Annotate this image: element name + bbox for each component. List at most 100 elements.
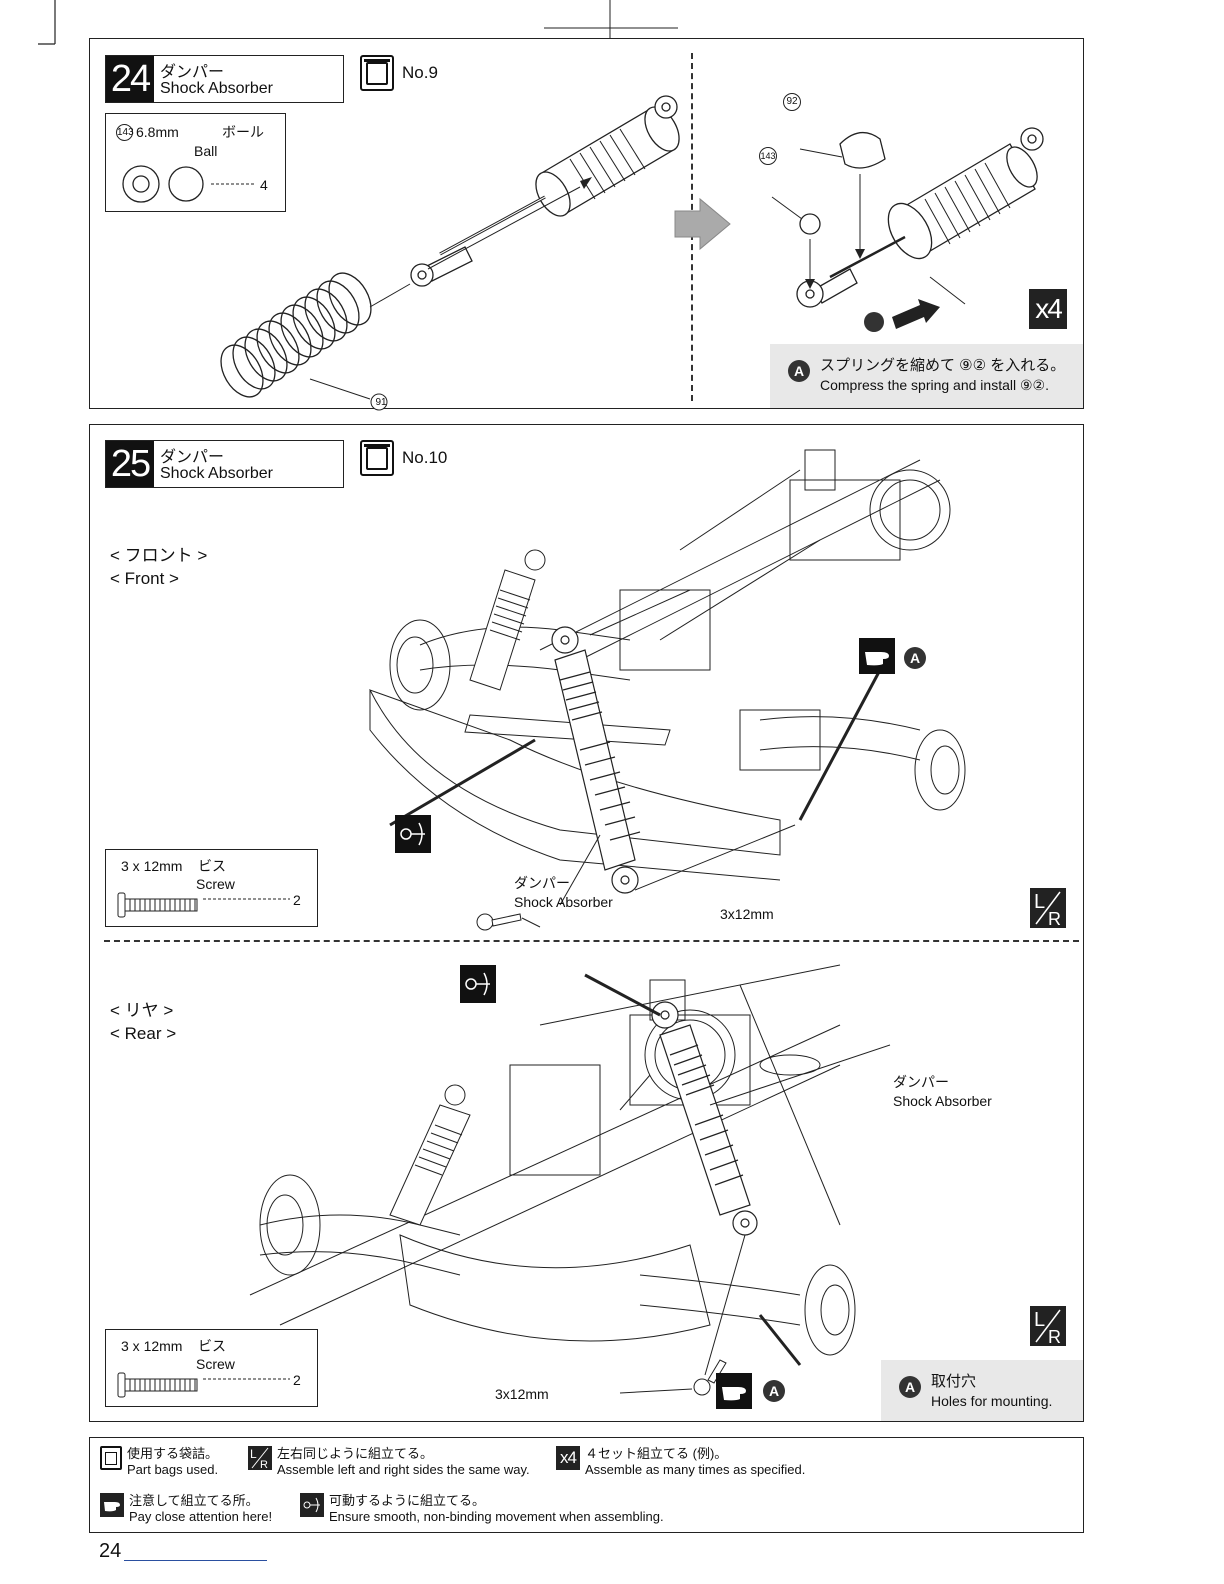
front-shock-label-jp: ダンパー bbox=[514, 875, 570, 891]
step-24-title: 24 ダンパー Shock Absorber bbox=[105, 55, 344, 103]
step-25-bag: No.10 bbox=[360, 440, 447, 476]
step-25-number: 25 bbox=[106, 441, 154, 487]
note-a-badge: A bbox=[788, 360, 810, 382]
rear-a-marker: A bbox=[763, 1380, 785, 1402]
left-right-icon: L R bbox=[1030, 1306, 1066, 1347]
front-part-name-en: Screw bbox=[196, 876, 235, 892]
step-24-panel: 24 ダンパー Shock Absorber No.9 143 6.8mm ボー… bbox=[89, 38, 1084, 411]
step-25-panel: 25 ダンパー Shock Absorber No.10 < フロント > < … bbox=[89, 424, 1084, 1422]
shock-exploded-drawing bbox=[220, 95, 680, 411]
x4-icon: x4 bbox=[1029, 289, 1067, 329]
step-24-title-jp: ダンパー bbox=[160, 64, 225, 81]
rear-shock-label-en: Shock Absorber bbox=[893, 1093, 992, 1109]
svg-text:R: R bbox=[1048, 1327, 1061, 1347]
part-bag-icon bbox=[360, 55, 394, 91]
shock-assembled-drawing bbox=[771, 127, 1044, 332]
note-text-jp: 取付穴 bbox=[931, 1373, 977, 1390]
note-text-en: Compress the spring and install ⑨②. bbox=[820, 377, 1049, 393]
note-text-jp: スプリングを縮めて ⑨② を入れる。 bbox=[820, 357, 1066, 374]
part-bag-icon bbox=[100, 1446, 122, 1470]
svg-text:R: R bbox=[260, 1459, 268, 1471]
step-25-title-en: Shock Absorber bbox=[160, 465, 273, 482]
step-24-number: 24 bbox=[106, 56, 154, 102]
callout-92: 92 bbox=[783, 93, 801, 111]
x4-icon: x4 bbox=[556, 1446, 580, 1470]
legend-bag-en: Part bags used. bbox=[127, 1462, 219, 1477]
rear-shock-label-jp: ダンパー bbox=[893, 1074, 949, 1090]
screw-part-drawing bbox=[117, 1372, 290, 1398]
rear-part-name-en: Screw bbox=[196, 1356, 235, 1372]
rear-screw-label: 3x12mm bbox=[495, 1386, 549, 1402]
legend-lr: L R 左右同じように組立てる。 Assemble left and right… bbox=[248, 1446, 530, 1478]
callout-a-marker: A bbox=[869, 275, 879, 290]
rear-part-size: 3 x 12mm bbox=[121, 1338, 183, 1354]
legend-x4-en: Assemble as many times as specified. bbox=[585, 1462, 806, 1477]
front-chassis-drawing bbox=[368, 449, 966, 931]
legend-box: 使用する袋詰。 Part bags used. L R 左右同じように組立てる。… bbox=[89, 1437, 1084, 1533]
front-rear-divider bbox=[104, 940, 1079, 942]
legend-bag: 使用する袋詰。 Part bags used. bbox=[100, 1446, 218, 1478]
part-quantity: 4 bbox=[260, 177, 268, 193]
note-a-badge: A bbox=[899, 1376, 921, 1398]
attention-hand-icon bbox=[716, 1373, 752, 1409]
legend-smooth-en: Ensure smooth, non-binding movement when… bbox=[329, 1509, 664, 1524]
part-size: 6.8mm bbox=[136, 124, 179, 140]
legend-bag-jp: 使用する袋詰。 bbox=[127, 1446, 219, 1461]
legend-smooth-jp: 可動するように組立てる。 bbox=[329, 1493, 486, 1508]
svg-text:L: L bbox=[250, 1447, 257, 1461]
step-24-title-en: Shock Absorber bbox=[160, 80, 273, 97]
front-label-jp: < フロント > bbox=[110, 546, 208, 565]
part-bag-icon bbox=[360, 440, 394, 476]
part-name-en: Ball bbox=[194, 143, 218, 159]
svg-text:R: R bbox=[1048, 909, 1061, 929]
front-part-name-jp: ビス bbox=[198, 858, 226, 874]
callout-91: 91 bbox=[375, 397, 387, 408]
step-24-bag-number: No.9 bbox=[402, 63, 438, 82]
svg-text:L: L bbox=[1034, 1309, 1045, 1331]
screw-part-drawing bbox=[117, 892, 290, 918]
step-24-parts-box: 143 6.8mm ボール Ball 4 bbox=[105, 113, 286, 212]
crop-marks bbox=[38, 0, 678, 45]
smooth-movement-icon bbox=[460, 965, 496, 1003]
rear-part-quantity: 2 bbox=[293, 1372, 301, 1388]
legend-smooth: 可動するように組立てる。 Ensure smooth, non-binding … bbox=[300, 1493, 664, 1525]
front-part-quantity: 2 bbox=[293, 892, 301, 908]
part-name-jp: ボール bbox=[222, 124, 264, 140]
front-a-marker: A bbox=[904, 647, 926, 669]
step-25-title-jp: ダンパー bbox=[160, 449, 225, 466]
front-screw-label: 3x12mm bbox=[720, 906, 774, 922]
legend-attention-jp: 注意して組立てる所。 bbox=[129, 1493, 259, 1508]
legend-x4-jp: ４セット組立てる (例)。 bbox=[585, 1446, 728, 1461]
step-25-title: 25 ダンパー Shock Absorber bbox=[105, 440, 344, 488]
left-right-icon: L R bbox=[248, 1446, 272, 1471]
legend-lr-en: Assemble left and right sides the same w… bbox=[277, 1462, 530, 1477]
rear-label-jp: < リヤ > bbox=[110, 1001, 174, 1020]
front-parts-box: 3 x 12mm ビス Screw 2 bbox=[105, 849, 318, 927]
rear-part-name-jp: ビス bbox=[198, 1338, 226, 1354]
callout-143: 143 bbox=[759, 147, 777, 165]
rear-label-en: < Rear > bbox=[110, 1024, 177, 1043]
ball-part-drawing bbox=[122, 165, 256, 203]
left-right-icon: L R bbox=[1030, 888, 1066, 929]
attention-hand-icon bbox=[859, 638, 895, 674]
rear-chassis-drawing bbox=[249, 964, 891, 1396]
step-24-note: A スプリングを縮めて ⑨② を入れる。 Compress the spring… bbox=[770, 344, 1083, 408]
smooth-movement-icon bbox=[300, 1493, 324, 1517]
front-shock-label-en: Shock Absorber bbox=[514, 894, 613, 910]
attention-hand-icon bbox=[100, 1493, 124, 1517]
page-number: 24 bbox=[99, 1540, 122, 1562]
rear-parts-box: 3 x 12mm ビス Screw 2 bbox=[105, 1329, 318, 1407]
step-24-bag: No.9 bbox=[360, 55, 438, 91]
step-25-note: A 取付穴 Holes for mounting. bbox=[881, 1360, 1083, 1421]
svg-text:L: L bbox=[1034, 891, 1045, 913]
front-label-en: < Front > bbox=[110, 569, 179, 588]
legend-lr-jp: 左右同じように組立てる。 bbox=[277, 1446, 434, 1461]
note-text-en: Holes for mounting. bbox=[931, 1393, 1053, 1409]
part-number-badge: 143 bbox=[116, 124, 134, 141]
page-number-rule bbox=[124, 1560, 267, 1561]
front-part-size: 3 x 12mm bbox=[121, 858, 183, 874]
legend-attention-en: Pay close attention here! bbox=[129, 1509, 273, 1524]
legend-x4: x4 ４セット組立てる (例)。 Assemble as many times … bbox=[556, 1446, 805, 1478]
smooth-movement-icon bbox=[395, 815, 431, 853]
legend-attention: 注意して組立てる所。 Pay close attention here! bbox=[100, 1493, 272, 1525]
